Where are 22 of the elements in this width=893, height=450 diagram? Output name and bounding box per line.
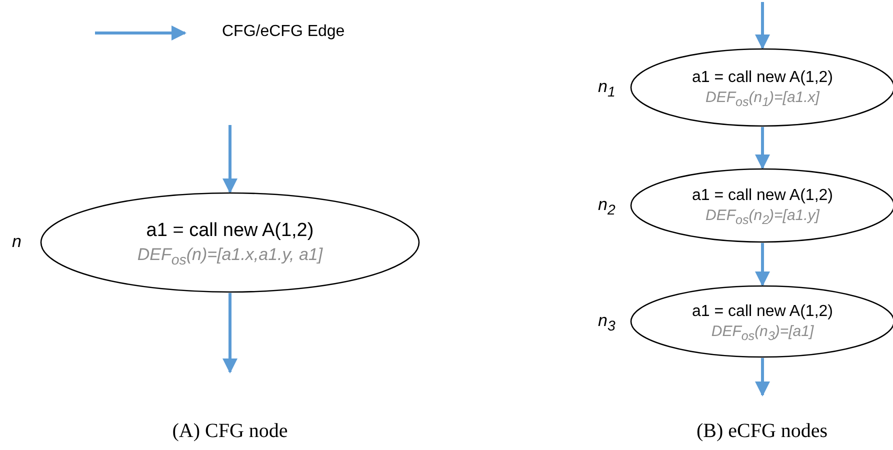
arrow xyxy=(222,293,238,374)
ellipse-node xyxy=(40,192,420,293)
caption-text: (A) CFG node xyxy=(172,420,288,443)
def-set-text: DEF$_{os}$(n$_{2}$)=[a1.y] xyxy=(704,206,821,228)
caption-text: (B) eCFG nodes xyxy=(696,420,828,443)
arrow xyxy=(755,358,770,396)
statement-text: a1 = call new A(1,2) xyxy=(691,68,834,88)
statement-text: a1 = call new A(1,2) xyxy=(691,186,834,206)
arrow xyxy=(755,243,770,286)
node-name: n xyxy=(12,232,22,252)
def-set-text: DEF$_{os}$(n$_{3}$)=[a1] xyxy=(710,322,815,344)
def-set-text: DEF$_{os}$(n)=[a1.x,a1.y, a1] xyxy=(136,244,324,270)
legend-text: CFG/eCFG Edge xyxy=(222,23,345,41)
arrow xyxy=(755,127,770,170)
statement-text: a1 = call new A(1,2) xyxy=(691,302,834,322)
arrow xyxy=(755,2,770,50)
node-name: n$_{1}$ xyxy=(598,76,616,100)
node-name: n$_{3}$ xyxy=(598,310,616,334)
arrow xyxy=(222,125,238,194)
node-name: n$_{2}$ xyxy=(598,194,616,218)
statement-text: a1 = call new A(1,2) xyxy=(145,218,315,242)
def-set-text: DEF$_{os}$(n$_{1}$)=[a1.x] xyxy=(704,88,821,110)
